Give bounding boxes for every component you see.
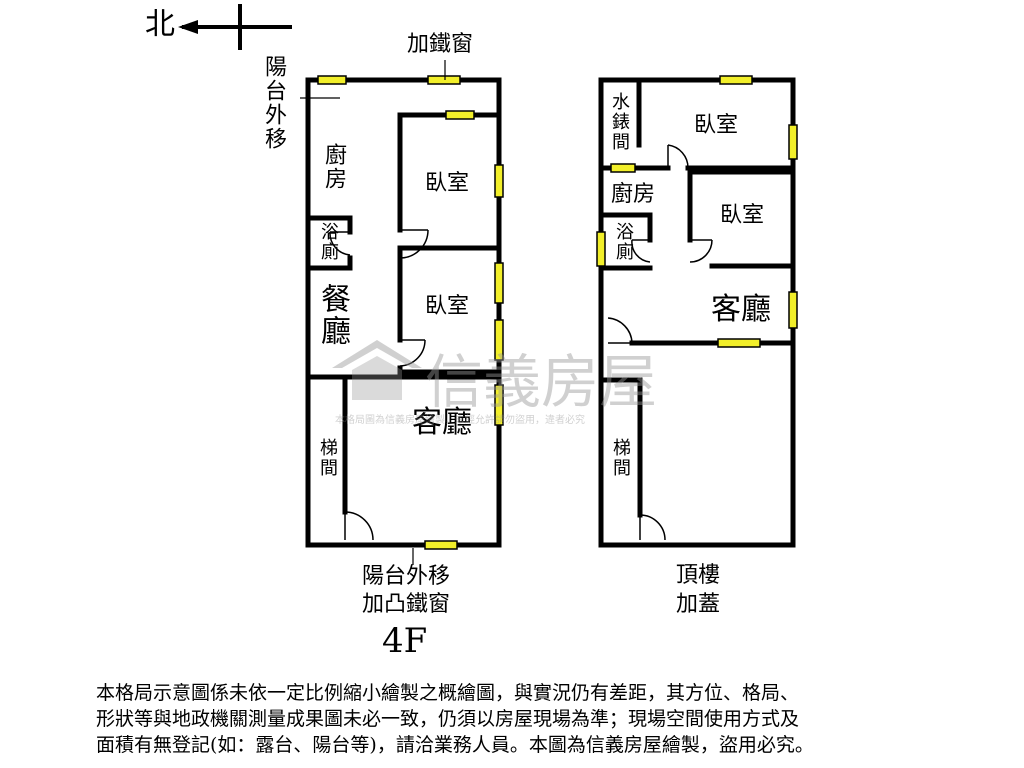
room-living-left: 客廳 bbox=[412, 405, 472, 440]
left-plan-doors bbox=[329, 229, 429, 541]
room-dining-left: 餐廳 bbox=[315, 283, 350, 347]
rooftop-line2: 加蓋 bbox=[676, 592, 721, 617]
disclaimer-line-1: 本格局示意圖係未依一定比例縮小繪製之概繪圖，與實況仍有差距，其方位、格局、 bbox=[96, 682, 800, 704]
north-arrow-icon bbox=[178, 4, 292, 50]
disclaimer-line-3: 面積有無登記(如：露台、陽台等)，請洽業務人員。本圖為信義房屋繪製，盜用必究。 bbox=[96, 734, 814, 756]
balcony-bottom-line1: 陽台外移 bbox=[362, 564, 451, 589]
compass-north-label: 北 bbox=[145, 7, 175, 42]
room-bedroom-1-right: 臥室 bbox=[694, 113, 739, 138]
floor-label: 4F bbox=[382, 621, 428, 661]
room-bedroom-2-left: 臥室 bbox=[425, 294, 470, 319]
room-bathroom-left: 浴廁 bbox=[318, 222, 339, 262]
room-living-right: 客廳 bbox=[711, 292, 771, 327]
right-plan-windows bbox=[596, 75, 798, 348]
room-stairs-left: 梯間 bbox=[317, 438, 338, 478]
room-kitchen-right: 廚房 bbox=[611, 182, 656, 207]
rooftop-line1: 頂樓 bbox=[676, 563, 721, 588]
room-bedroom-2-right: 臥室 bbox=[720, 203, 765, 228]
room-bathroom-right: 浴廁 bbox=[613, 222, 634, 262]
watermark-logo-icon bbox=[332, 338, 422, 408]
room-stairs-right: 梯間 bbox=[610, 438, 631, 478]
disclaimer-note: 本格局示意圖係未依一定比例縮小繪製之概繪圖，與實況仍有差距，其方位、格局、 形狀… bbox=[96, 680, 926, 758]
annotation-leaders bbox=[300, 60, 446, 565]
balcony-moved-label: 陽台外移 bbox=[261, 55, 286, 151]
iron-window-label: 加鐵窗 bbox=[407, 32, 474, 57]
right-plan-doors bbox=[607, 144, 713, 541]
disclaimer-line-2: 形狀等與地政機關測量成果圖未必一致，仍須以房屋現場為準；現場空間使用方式及 bbox=[96, 708, 800, 730]
room-bedroom-1-left: 臥室 bbox=[425, 171, 470, 196]
watermark-brand: 信義房屋 bbox=[425, 348, 658, 416]
left-plan-windows bbox=[317, 75, 504, 550]
room-water-meter-right: 水錶間 bbox=[609, 92, 630, 152]
balcony-bottom-line2: 加凸鐵窗 bbox=[362, 592, 451, 617]
watermark-notice: 本格局圖為信義房屋繪製，未經允許請勿盜用，違者必究 bbox=[335, 415, 585, 426]
room-kitchen-left: 廚房 bbox=[321, 143, 346, 191]
